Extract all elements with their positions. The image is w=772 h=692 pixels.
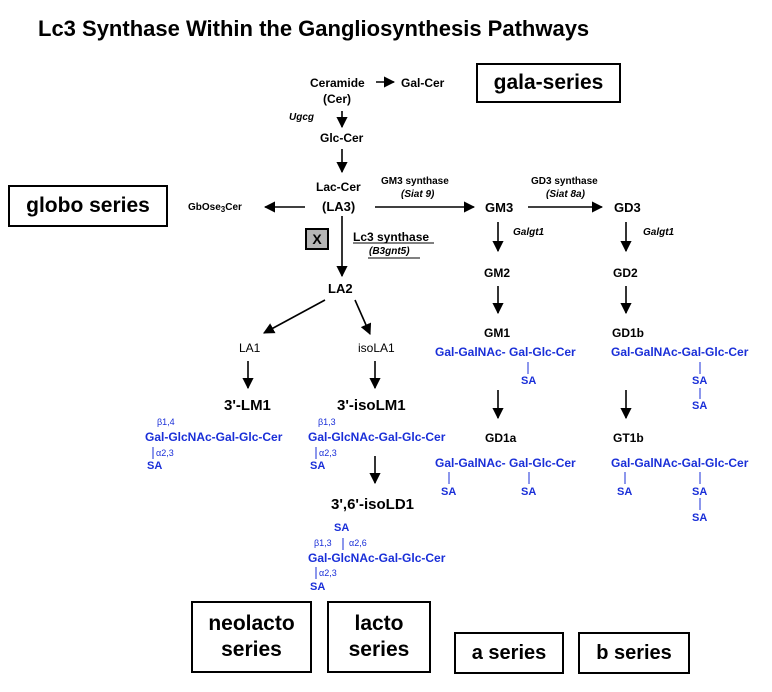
isold1-label: 3',6'-isoLD1 [331, 496, 414, 513]
isold1-alpha23-linkage: α2,3 [319, 568, 337, 578]
gm3-synthase-label: GM3 synthase [381, 176, 449, 187]
b3gnt5-label: (B3gnt5) [369, 246, 410, 257]
gd1b-sa-1: SA [692, 375, 708, 387]
isolm1-alpha-linkage: α2,3 [319, 448, 337, 458]
gd1a-sa-2: SA [521, 486, 537, 498]
b-series-label: b series [596, 642, 672, 664]
lacto-label: lacto [354, 612, 404, 635]
isolm1-beta-linkage: β1,3 [318, 417, 336, 427]
galgt1-b-label: Galgt1 [643, 227, 675, 238]
gt1b-sa-2: SA [692, 486, 708, 498]
laccer-label: Lac-Cer [316, 180, 361, 194]
gd2-label: GD2 [613, 266, 638, 280]
globo-series-label: globo series [26, 194, 150, 217]
gbose3cer-label: GbOse3Cer [188, 202, 242, 214]
isold1-structure: Gal-GlcNAc-Gal-Glc-Cer [308, 551, 446, 565]
page-title: Lc3 Synthase Within the Gangliosynthesis… [38, 16, 590, 41]
arrow-la2-to-isola1 [354, 299, 372, 336]
gt1b-sa-1: SA [617, 486, 633, 498]
glccer-label: Glc-Cer [320, 131, 364, 145]
a-series-box: a series [454, 632, 564, 674]
ceramide-label: Ceramide [310, 76, 365, 90]
neolacto-series-box: neolacto series [191, 601, 312, 673]
la3-label: (LA3) [322, 199, 356, 214]
blocked-x-mark: X [305, 228, 329, 250]
ugcg-label: Ugcg [289, 112, 314, 123]
siat9-label: (Siat 9) [401, 189, 435, 200]
gala-series-label: gala-series [493, 71, 604, 94]
isold1-sa: SA [310, 581, 326, 593]
isolm1-sa: SA [310, 460, 326, 472]
gt1b-structure: Gal-GalNAc-Gal-Glc-Cer [611, 456, 749, 470]
gm1-structure: Gal-GalNAc- Gal-Glc-Cer [435, 345, 576, 359]
gbose-cer-text: Cer [225, 202, 242, 213]
lc3-synthase-label: Lc3 synthase [353, 230, 430, 244]
isolm1-label: 3'-isoLM1 [337, 397, 406, 414]
arrow-la2-to-la1 [263, 299, 326, 334]
gt1b-label: GT1b [613, 431, 644, 445]
isola1-label: isoLA1 [358, 341, 395, 355]
gd3-label: GD3 [614, 200, 641, 215]
galcer-label: Gal-Cer [401, 76, 445, 90]
lm1-label: 3'-LM1 [224, 397, 271, 414]
gd1b-structure: Gal-GalNAc-Gal-Glc-Cer [611, 345, 749, 359]
gd1b-sa-2: SA [692, 400, 708, 412]
lm1-beta-linkage: β1,4 [157, 417, 175, 427]
cer-label: (Cer) [323, 92, 352, 106]
gm1-label: GM1 [484, 326, 511, 340]
neolacto-series-label: series [221, 638, 282, 661]
gt1b-sa-3: SA [692, 512, 708, 524]
isold1-beta-linkage: β1,3 [314, 538, 332, 548]
b-series-box: b series [578, 632, 690, 674]
la1-label: LA1 [239, 341, 261, 355]
a-series-label: a series [471, 642, 547, 664]
globo-series-box: globo series [8, 185, 168, 227]
lm1-alpha-linkage: α2,3 [156, 448, 174, 458]
gd1b-label: GD1b [612, 326, 645, 340]
gd3-synthase-label: GD3 synthase [531, 176, 598, 187]
neolacto-label: neolacto [208, 612, 295, 635]
siat8a-label: (Siat 8a) [546, 189, 585, 200]
gd1a-sa-1: SA [441, 486, 457, 498]
galgt1-a-label: Galgt1 [513, 227, 545, 238]
isolm1-structure: Gal-GlcNAc-Gal-Glc-Cer [308, 430, 446, 444]
lm1-sa: SA [147, 460, 163, 472]
lm1-structure: Gal-GlcNAc-Gal-Glc-Cer [145, 430, 283, 444]
gm2-label: GM2 [484, 266, 511, 280]
gm3-label: GM3 [485, 200, 514, 215]
gala-series-box: gala-series [476, 63, 621, 103]
isold1-sa-top: SA [334, 522, 350, 534]
gbose-text: GbOse [188, 202, 221, 213]
gd1a-label: GD1a [485, 431, 517, 445]
la2-label: LA2 [328, 281, 353, 296]
gd1a-structure: Gal-GalNAc- Gal-Glc-Cer [435, 456, 576, 470]
lacto-series-label: series [348, 638, 410, 661]
gbose-subscript: 3 [220, 205, 226, 214]
lacto-series-box: lacto series [327, 601, 431, 673]
isold1-alpha26-linkage: α2,6 [349, 538, 367, 548]
gm1-sa: SA [521, 375, 537, 387]
